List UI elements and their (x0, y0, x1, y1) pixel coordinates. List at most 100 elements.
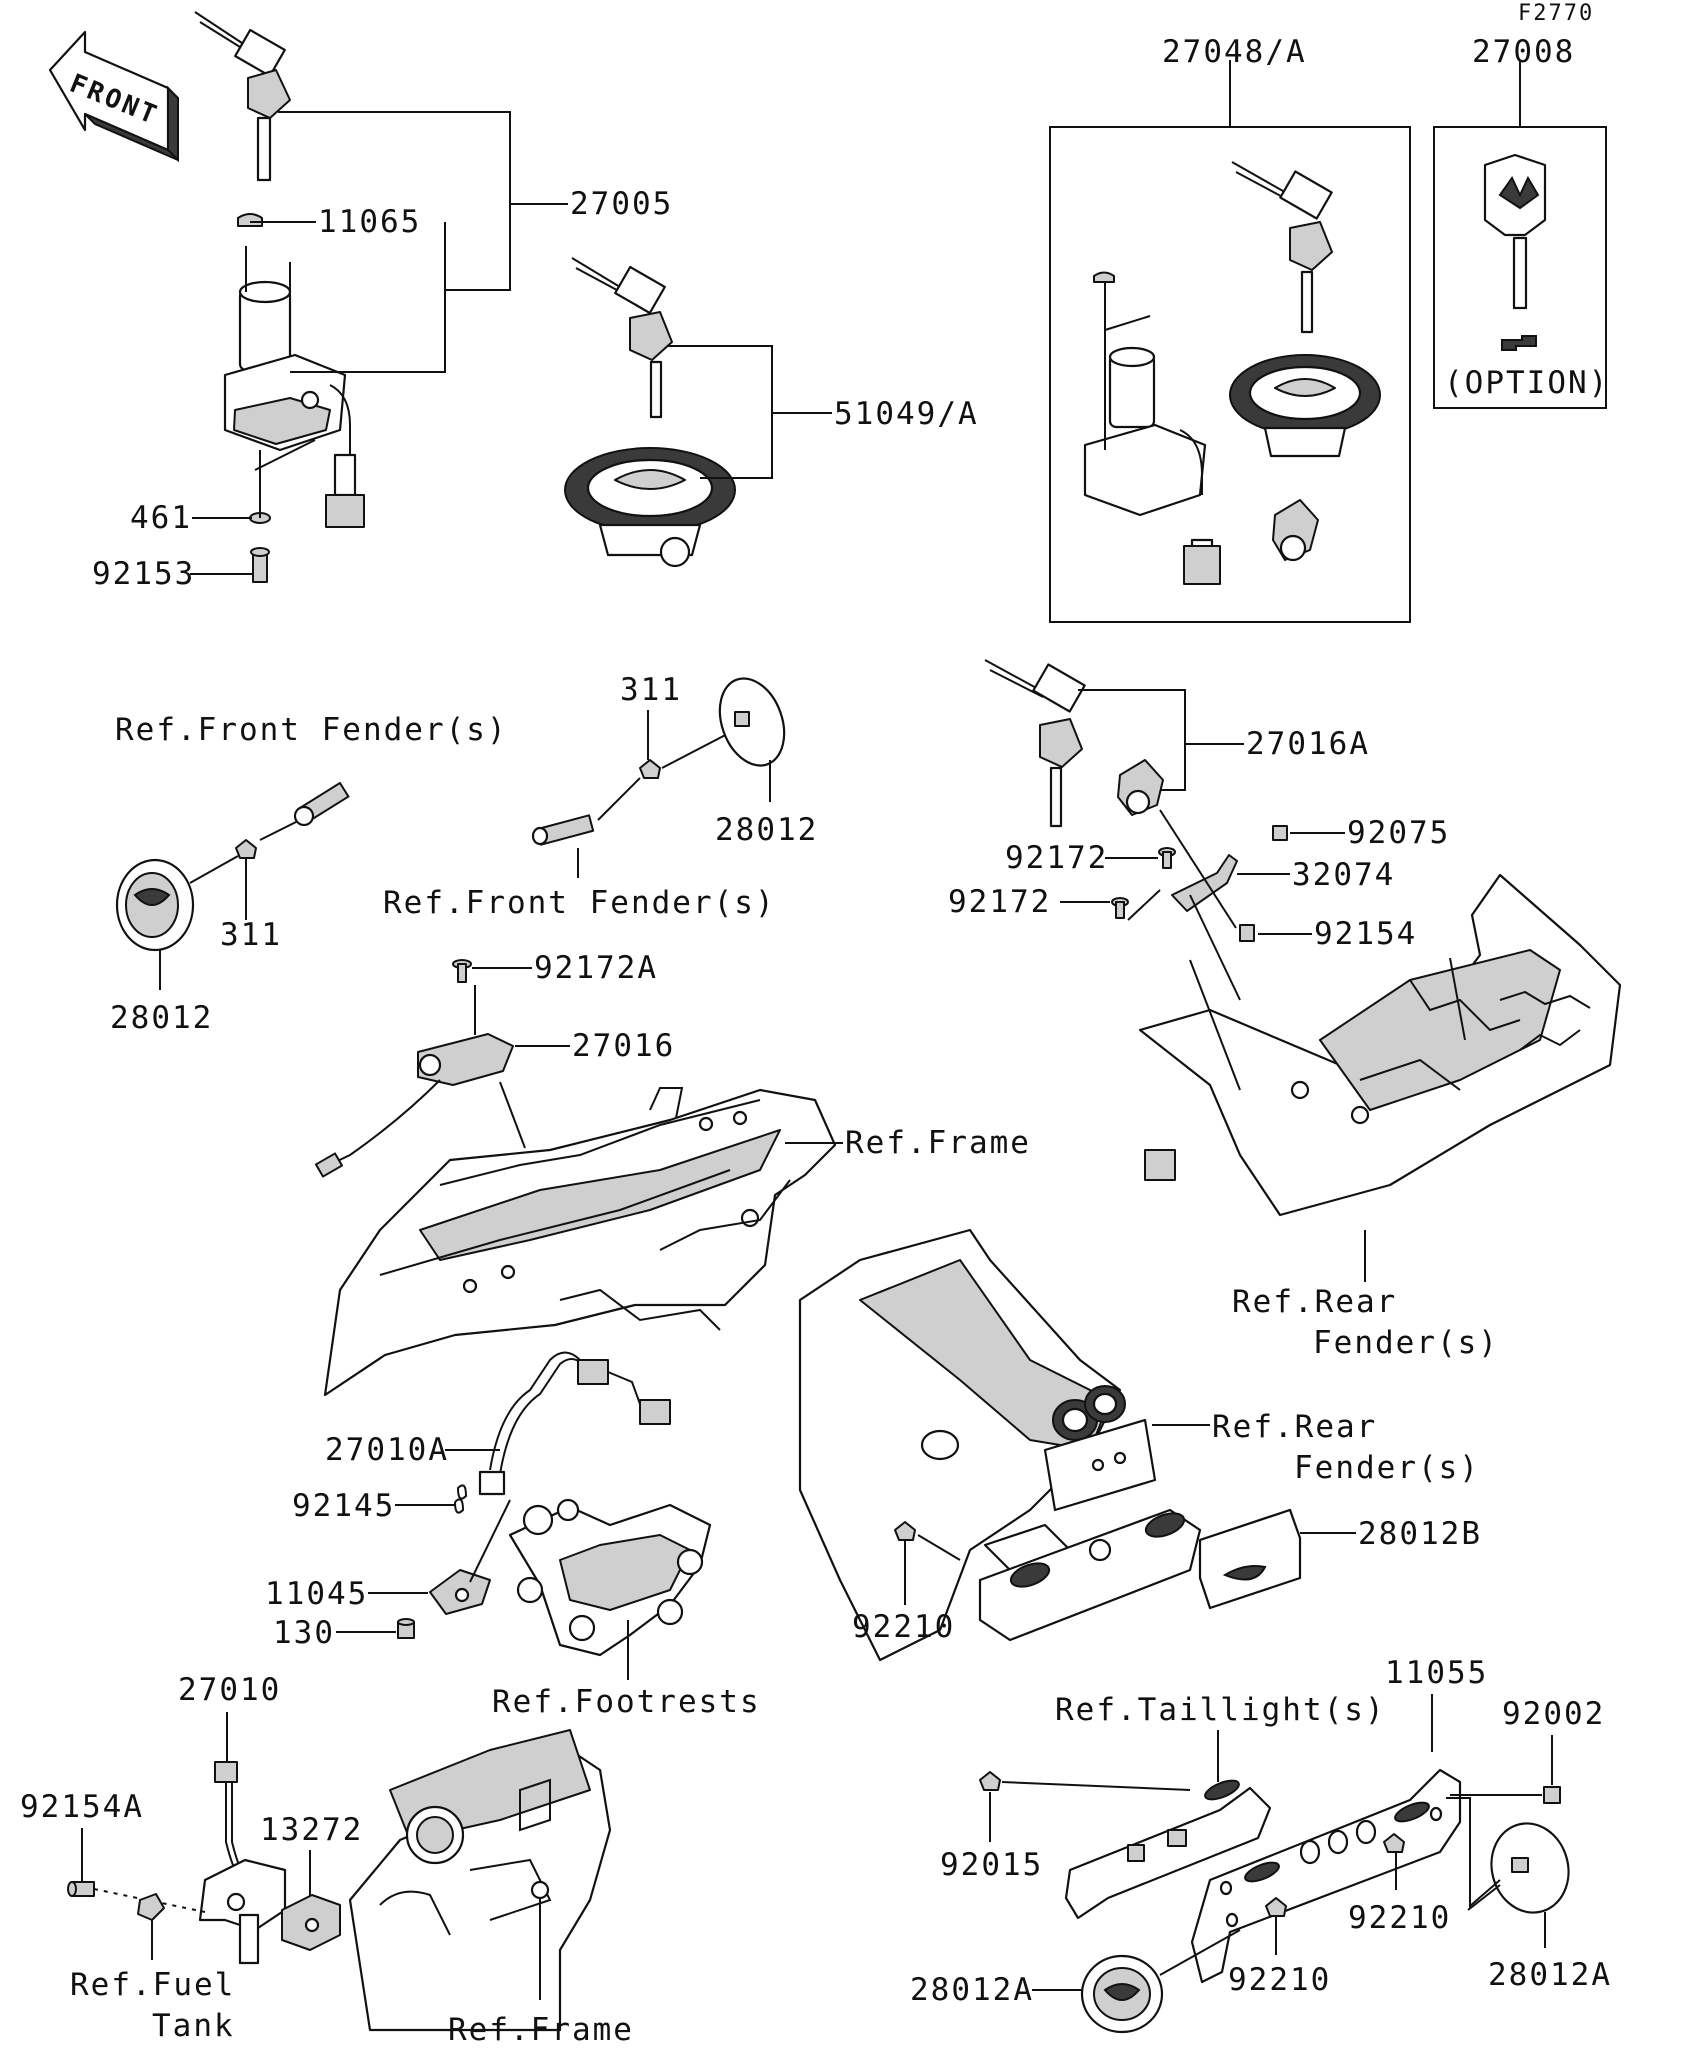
reflector-28012-left (115, 858, 195, 952)
taillight-bracket-left (1064, 1779, 1272, 1920)
reflector-28012b-pattern-icon (1222, 1565, 1267, 1581)
front-arrow-icon: FRONT (48, 30, 179, 163)
label-92210-right: 92210 (1348, 1900, 1451, 1936)
part-92154a-bolt (67, 1881, 95, 1897)
label-461: 461 (130, 500, 192, 536)
label-28012a-right: 28012A (1488, 1957, 1612, 1993)
label-311-left: 311 (220, 917, 282, 953)
kit-key (1231, 161, 1333, 334)
part-92145-spring (454, 1484, 468, 1514)
frame-center (323, 1087, 837, 1397)
label-92154: 92154 (1314, 916, 1417, 952)
bracket-11055 (1190, 1768, 1462, 1984)
label-28012-top: 28012 (715, 812, 818, 848)
label-ref-rear-fender-2a: Ref.Rear (1212, 1409, 1377, 1445)
part-11045-bracket (429, 1569, 491, 1615)
label-ref-rear-fender-1a: Ref.Rear (1232, 1284, 1397, 1320)
label-92210-mid: 92210 (852, 1609, 955, 1645)
taillight-bracket-center (978, 1508, 1202, 1642)
label-27010: 27010 (178, 1672, 281, 1708)
label-92210-bottom: 92210 (1228, 1962, 1331, 1998)
kit-fuel-cap (1229, 354, 1381, 458)
label-13272: 13272 (260, 1812, 363, 1848)
part-92172-screw-a (1158, 847, 1176, 869)
reflector-stud-top (531, 814, 595, 846)
label-ref-footrests: Ref.Footrests (492, 1684, 761, 1720)
part-92153-bolt (250, 547, 270, 583)
kit-seat-lock (1272, 499, 1319, 562)
label-11065: 11065 (318, 204, 421, 240)
label-27005: 27005 (570, 186, 673, 222)
label-92172-a: 92172 (1005, 840, 1108, 876)
part-92210-nut-center (894, 1521, 916, 1541)
label-ref-front-fender-2: Ref.Front Fender(s) (383, 885, 776, 921)
part-130-bolt (397, 1618, 415, 1639)
option-key-icon (1483, 153, 1547, 310)
label-92075: 92075 (1347, 815, 1450, 851)
label-ref-front-fender-1: Ref.Front Fender(s) (115, 712, 508, 748)
seat-lock-27016 (314, 1033, 514, 1178)
part-92002-bolt (1543, 1786, 1561, 1804)
reflector-28012-top (718, 677, 786, 767)
label-92145: 92145 (292, 1488, 395, 1524)
reflector-28012a-left (1080, 1954, 1164, 2034)
label-51049a: 51049/A (834, 396, 979, 432)
reflector-28012b-face (1198, 1508, 1302, 1610)
figure-code: F2770 (1518, 1, 1594, 26)
label-ref-rear-fender-1b: Fender(s) (1313, 1325, 1499, 1361)
part-32074-bracket (1171, 854, 1238, 912)
footrest-bracket (508, 1498, 712, 1657)
fuel-cap (564, 447, 736, 568)
part-92075-bolt (1272, 825, 1288, 841)
seat-lock-cylinder (1117, 759, 1164, 816)
reflector-28012a-right (1490, 1822, 1570, 1914)
label-ref-fuel-tank-a: Ref.Fuel (70, 1967, 235, 2003)
rear-fender-upper (1138, 873, 1622, 1217)
label-92154a: 92154A (20, 1789, 144, 1825)
sensor-27010 (198, 1761, 287, 1965)
part-311-nut-left (235, 839, 257, 859)
label-27008: 27008 (1472, 34, 1575, 70)
fuel-cap-key (571, 257, 673, 419)
label-311-top: 311 (620, 672, 682, 708)
reflector-stud-left (293, 781, 350, 827)
label-92172a: 92172A (534, 950, 658, 986)
ignition-key-top (194, 11, 291, 182)
ignition-switch-body (223, 280, 365, 528)
label-27010a: 27010A (325, 1432, 449, 1468)
option-key-mark-icon (1501, 335, 1537, 351)
part-92172-screw-b (1111, 897, 1129, 919)
label-28012b: 28012B (1358, 1516, 1482, 1552)
label-ref-frame-1: Ref.Frame (845, 1125, 1031, 1161)
label-27016: 27016 (572, 1028, 675, 1064)
fuel-tank-clip (137, 1893, 165, 1921)
label-ref-rear-fender-2b: Fender(s) (1294, 1450, 1480, 1486)
part-92172a-screw (452, 959, 472, 983)
sensor-27010a (478, 1351, 671, 1496)
label-ref-taillight: Ref.Taillight(s) (1055, 1692, 1386, 1728)
part-13272-plate (281, 1894, 341, 1951)
label-28012a-left: 28012A (910, 1972, 1034, 2008)
label-92172-b: 92172 (948, 884, 1051, 920)
kit-ignition-switch (1083, 271, 1221, 585)
part-92015-nut (979, 1771, 1001, 1791)
label-28012-left: 28012 (110, 1000, 213, 1036)
label-ref-frame-2: Ref.Frame (448, 2012, 634, 2048)
part-11065-cap (237, 213, 263, 227)
label-27048a: 27048/A (1162, 34, 1307, 70)
frame-bottom (348, 1729, 612, 2032)
label-11045: 11045 (265, 1576, 368, 1612)
label-27016a: 27016A (1246, 726, 1370, 762)
label-ref-fuel-tank-b: Tank (152, 2008, 235, 2044)
label-92002: 92002 (1502, 1696, 1605, 1732)
part-92210-nut-right (1383, 1833, 1405, 1853)
label-130: 130 (273, 1615, 335, 1651)
label-11055: 11055 (1385, 1655, 1488, 1691)
part-92154-bolt (1239, 924, 1255, 942)
part-92210-nut-bottom (1265, 1897, 1287, 1917)
seat-lock-key (984, 659, 1086, 828)
rear-fender-center (798, 1228, 1157, 1662)
label-92153: 92153 (92, 556, 195, 592)
label-32074: 32074 (1292, 857, 1395, 893)
